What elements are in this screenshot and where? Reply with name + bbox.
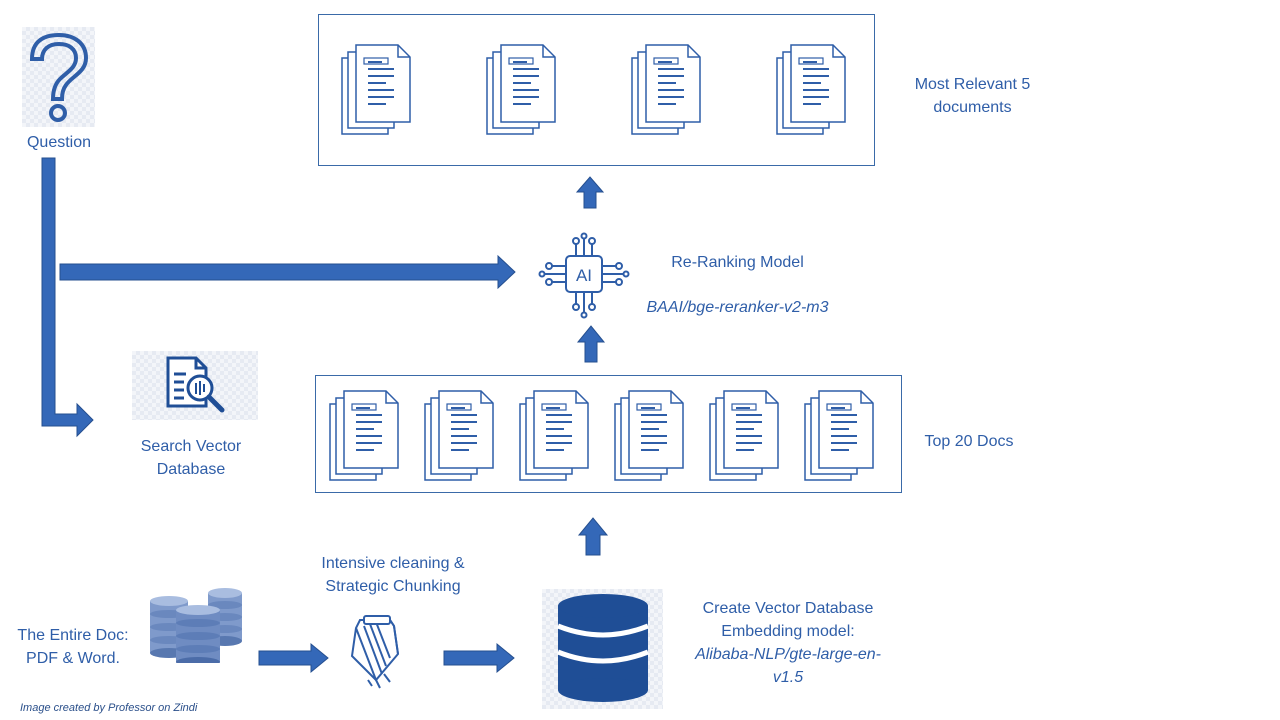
question-to-reranker-arrow <box>59 254 516 290</box>
vectordb-to-top20-arrow <box>577 517 609 556</box>
database-icon <box>557 594 649 702</box>
ai-badge-text: AI <box>576 266 592 285</box>
reranker-title: Re-Ranking Model <box>671 254 804 271</box>
top-docs-label: Top 20 Docs <box>924 433 1014 450</box>
question-to-search-arrow <box>41 157 94 438</box>
chunking-icon <box>350 615 400 689</box>
document-stack-icon <box>611 388 691 482</box>
document-stack-icon <box>706 388 786 482</box>
top-docs-box <box>315 375 902 493</box>
ai-chip-icon: AI <box>538 232 630 319</box>
question-mark-icon <box>29 32 89 122</box>
document-stack-icon <box>773 42 853 136</box>
vector-db-line1: Create Vector Database <box>702 600 874 617</box>
document-stack-icon <box>516 388 596 482</box>
document-stack-icon <box>338 42 418 136</box>
vector-db-line2: Embedding model: <box>721 623 855 640</box>
question-label: Question <box>26 134 92 151</box>
database-cluster-icon <box>150 588 242 663</box>
vector-db-model: Alibaba-NLP/gte-large-en-v1.5 <box>695 646 881 686</box>
reranker-model: BAAI/bge-reranker-v2-m3 <box>646 299 829 316</box>
reranker-to-top-arrow <box>575 176 605 209</box>
document-stack-icon <box>483 42 563 136</box>
cleaning-to-vectordb-arrow <box>443 642 515 674</box>
most-relevant-label: Most Relevant 5 documents <box>914 76 1031 116</box>
image-credit: Image created by Professor on Zindi <box>20 702 198 714</box>
document-stack-icon <box>801 388 881 482</box>
search-label: Search Vector Database <box>140 438 242 478</box>
search-document-icon <box>166 356 225 413</box>
document-stack-icon <box>628 42 708 136</box>
top20-to-reranker-arrow <box>576 325 606 363</box>
document-stack-icon <box>326 388 406 482</box>
document-stack-icon <box>421 388 501 482</box>
source-label: The Entire Doc: PDF & Word. <box>17 627 129 667</box>
cleaning-label: Intensive cleaning & Strategic Chunking <box>321 555 465 595</box>
source-to-cleaning-arrow <box>258 642 329 674</box>
